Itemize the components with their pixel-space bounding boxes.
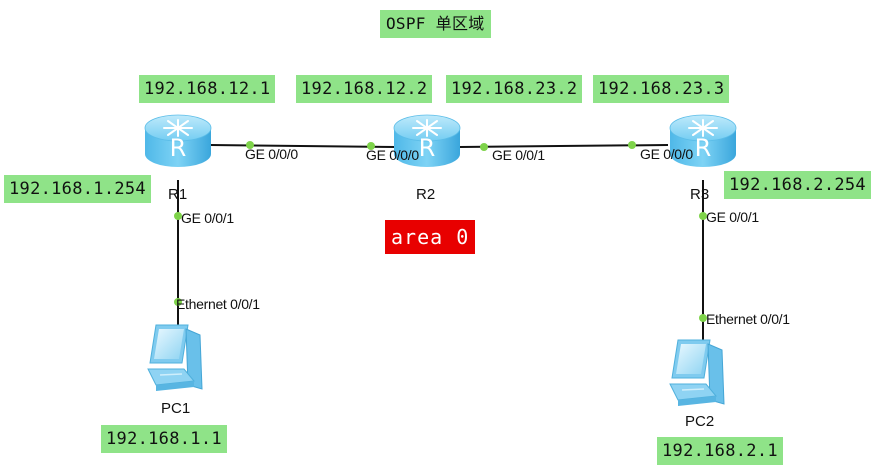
port-label-r2-ge001: GE 0/0/1 xyxy=(492,147,545,163)
ip-label-r3-g000: 192.168.23.3 xyxy=(593,75,730,103)
device-label-r1: R1 xyxy=(168,186,188,203)
device-label-r2: R2 xyxy=(416,186,436,203)
port-dot-r2-ge000 xyxy=(367,142,375,150)
port-label-r3-ge001: GE 0/0/1 xyxy=(706,209,759,225)
ip-label-r1-g000: 192.168.12.1 xyxy=(139,75,276,103)
port-dot-r1-ge001 xyxy=(174,212,182,220)
ip-label-r3-g001: 192.168.2.254 xyxy=(724,171,871,199)
ip-label-r1-g001: 192.168.1.254 xyxy=(4,175,151,203)
ip-label-r2-g000: 192.168.12.2 xyxy=(296,75,433,103)
link-r1-r2 xyxy=(209,144,396,148)
port-dot-r2-ge001 xyxy=(480,143,488,151)
port-dot-pc1-eth xyxy=(174,298,182,306)
port-label-pc2-eth: Ethernet 0/0/1 xyxy=(706,311,790,327)
port-dot-r3-ge000 xyxy=(628,141,636,149)
port-label-r3-ge000: GE 0/0/0 xyxy=(640,146,693,162)
port-label-r2-ge000: GE 0/0/0 xyxy=(366,147,419,163)
area-label: area 0 xyxy=(385,220,476,254)
router-icon[interactable] xyxy=(144,114,212,168)
port-label-r1-ge000: GE 0/0/0 xyxy=(245,146,298,162)
port-dot-r1-ge000 xyxy=(246,141,254,149)
device-label-pc1: PC1 xyxy=(161,400,191,417)
port-label-pc1-eth: Ethernet 0/0/1 xyxy=(176,296,260,312)
device-label-r3: R3 xyxy=(690,186,710,203)
port-dot-pc2-eth xyxy=(699,314,707,322)
diagram-title: OSPF 单区域 xyxy=(380,10,491,38)
port-dot-r3-ge001 xyxy=(699,212,707,220)
ip-label-pc1: 192.168.1.1 xyxy=(101,425,227,453)
port-label-r1-ge001: GE 0/0/1 xyxy=(181,210,234,226)
pc-icon[interactable] xyxy=(147,324,203,392)
ip-label-pc2: 192.168.2.1 xyxy=(657,437,783,465)
ip-label-r2-g001: 192.168.23.2 xyxy=(446,75,583,103)
pc-icon[interactable] xyxy=(669,339,725,407)
device-label-pc2: PC2 xyxy=(685,413,715,430)
